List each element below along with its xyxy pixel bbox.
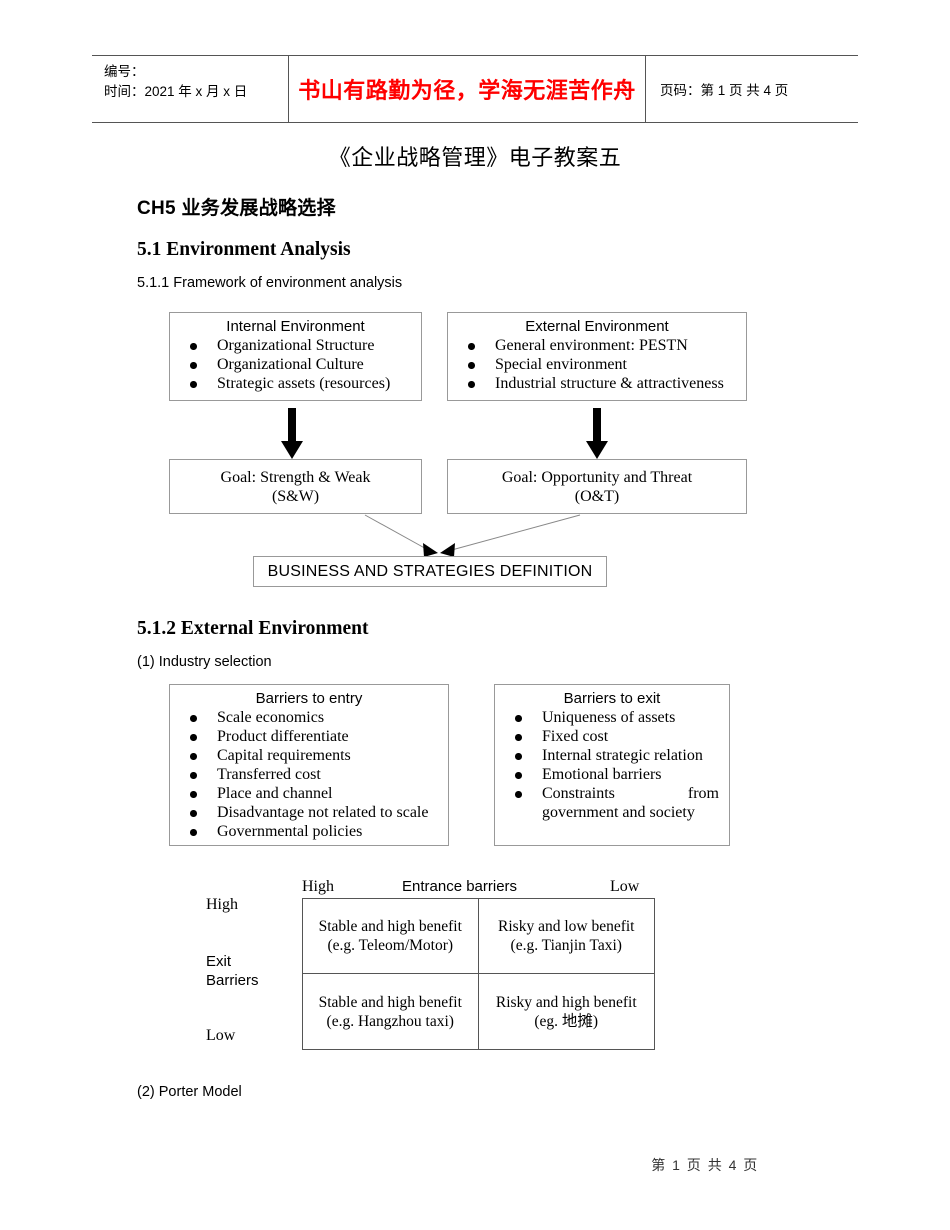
internal-environment-list: Organizational Structure Organizational … (170, 336, 421, 393)
down-arrow-left-icon (281, 408, 303, 459)
matrix-cell-low-low: Risky and high benefit (eg. 地摊) (479, 974, 655, 1049)
list-item: Constraints from (511, 784, 721, 803)
list-item: Transferred cost (186, 765, 440, 784)
goal-opportunity-threat-box: Goal: Opportunity and Threat (O&T) (447, 459, 747, 514)
subsection-porter-model: (2) Porter Model (137, 1084, 242, 1100)
chapter-title: CH5 业务发展战略选择 (137, 198, 336, 219)
matrix-left-bottom-label: Low (206, 1027, 236, 1044)
document-title: 《企业战略管理》电子教案五 (328, 145, 622, 170)
entrance-exit-barriers-matrix: Stable and high benefit (e.g. Teleom/Mot… (302, 898, 655, 1050)
list-item: Product differentiate (186, 727, 440, 746)
matrix-top-left-label: High (302, 878, 334, 895)
barriers-to-entry-box: Barriers to entry Scale economics Produc… (169, 684, 449, 846)
internal-environment-box: Internal Environment Organizational Stru… (169, 312, 422, 401)
list-item: Fixed cost (511, 727, 721, 746)
list-item: Place and channel (186, 784, 440, 803)
goal-right-line1: Goal: Opportunity and Threat (501, 468, 693, 486)
list-item: Organizational Structure (186, 336, 413, 355)
header-slogan-text: 书山有路勤为径，学海无涯苦作舟 (298, 78, 636, 103)
list-item: Governmental policies (186, 822, 440, 841)
header-cell-page: 页码：第 1 页 共 4 页 (646, 56, 858, 122)
goal-strength-weak-box: Goal: Strength & Weak (S&W) (169, 459, 422, 514)
list-item: Capital requirements (186, 746, 440, 765)
page-footer-text: 第 1 页 共 4 页 (651, 1157, 759, 1173)
list-item: Emotional barriers (511, 765, 721, 784)
section-heading-5-1: 5.1 Environment Analysis (137, 239, 351, 260)
matrix-top-right-label: Low (610, 878, 640, 895)
external-environment-title: External Environment (525, 318, 669, 335)
goal-left-line1: Goal: Strength & Weak (220, 468, 371, 486)
matrix-cell-line2: (e.g. Hangzhou taxi) (326, 1012, 454, 1030)
list-item: Scale economics (186, 708, 440, 727)
matrix-cell-line1: Risky and high benefit (495, 993, 637, 1011)
diagonal-connector-left (364, 514, 438, 557)
matrix-left-top-label: High (206, 896, 238, 913)
matrix-top-axis-title: Entrance barriers (402, 878, 518, 895)
matrix-cell-line2: (e.g. Tianjin Taxi) (510, 937, 622, 954)
matrix-cell-line2: (e.g. Teleom/Motor) (327, 937, 454, 954)
list-item: Special environment (464, 355, 738, 374)
header-number-label: 编号： (104, 64, 145, 79)
barriers-to-entry-list: Scale economics Product differentiate Ca… (170, 708, 448, 841)
external-environment-box: External Environment General environment… (447, 312, 747, 401)
external-environment-list: General environment: PESTN Special envir… (448, 336, 746, 393)
list-item: Strategic assets (resources) (186, 374, 413, 393)
list-item: Organizational Culture (186, 355, 413, 374)
matrix-cell-line1: Stable and high benefit (318, 993, 462, 1011)
section-heading-5-1-1: 5.1.1 Framework of environment analysis (137, 275, 403, 291)
header-cell-slogan: 书山有路勤为径，学海无涯苦作舟 (289, 56, 646, 122)
header-date-label: 时间：2021 年 x 月 x 日 (104, 84, 248, 99)
header-table: 编号： 时间：2021 年 x 月 x 日 书山有路勤为径，学海无涯苦作舟 页码… (92, 55, 858, 123)
barriers-to-exit-box: Barriers to exit Uniqueness of assets Fi… (494, 684, 730, 846)
matrix-cell-line2: (eg. 地摊) (534, 1012, 599, 1030)
matrix-cell-line1: Stable and high benefit (318, 918, 462, 935)
section-heading-5-1-2: 5.1.2 External Environment (137, 618, 369, 639)
matrix-left-axis-title-line1: Exit (206, 953, 232, 970)
matrix-cell-high-low: Risky and low benefit (e.g. Tianjin Taxi… (478, 899, 654, 974)
goal-right-line2: (O&T) (574, 487, 620, 505)
barriers-to-entry-title: Barriers to entry (255, 690, 363, 707)
diagonal-connector-right (440, 514, 581, 557)
business-strategies-definition-box: BUSINESS AND STRATEGIES DEFINITION (253, 556, 607, 587)
list-item: Industrial structure & attractiveness (464, 374, 738, 393)
subsection-industry-selection: (1) Industry selection (137, 654, 272, 670)
matrix-left-axis-title-line2: Barriers (206, 972, 259, 989)
matrix-left-axis-title: Exit Barriers (206, 952, 259, 990)
header-cell-left: 编号： 时间：2021 年 x 月 x 日 (92, 56, 289, 122)
list-item: Disadvantage not related to scale (186, 803, 440, 822)
page-footer: 第 1 页 共 4 页 (0, 1155, 950, 1175)
header-page-info: 页码：第 1 页 共 4 页 (660, 83, 789, 98)
barriers-to-exit-list: Uniqueness of assets Fixed cost Internal… (495, 708, 729, 822)
list-item: General environment: PESTN (464, 336, 738, 355)
matrix-cell-low-high: Stable and high benefit (e.g. Hangzhou t… (303, 974, 479, 1049)
matrix-cell-line1: Risky and low benefit (498, 918, 635, 935)
goal-left-line2: (S&W) (271, 487, 320, 505)
list-item: Internal strategic relation (511, 746, 721, 765)
list-item: Uniqueness of assets (511, 708, 721, 727)
list-item-continuation: government and society (542, 804, 695, 821)
matrix-cell-high-high: Stable and high benefit (e.g. Teleom/Mot… (303, 899, 479, 974)
internal-environment-title: Internal Environment (226, 318, 365, 335)
barriers-to-exit-title: Barriers to exit (563, 690, 661, 707)
down-arrow-right-icon (586, 408, 608, 459)
